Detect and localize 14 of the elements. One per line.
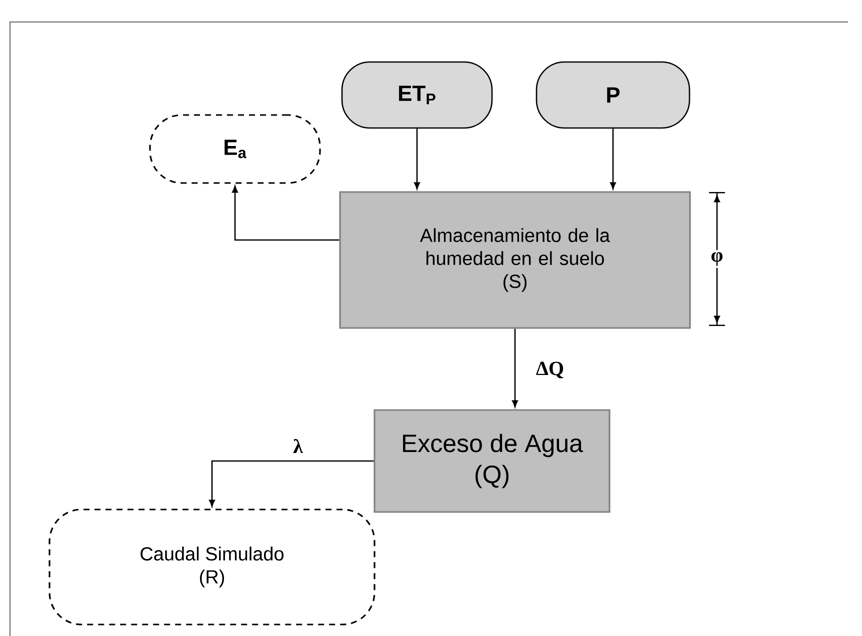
edge-label: ΔQ xyxy=(536,362,564,378)
output-box: Caudal Simulado (R) xyxy=(48,508,376,626)
arrow xyxy=(610,128,616,190)
arrow xyxy=(414,128,420,190)
output-box: E$_{a}$ xyxy=(149,114,321,184)
input-box: ET$_{P}$ xyxy=(341,61,493,129)
edge-label: λ xyxy=(293,438,303,454)
process-box: Exceso de Agua (Q) xyxy=(374,409,610,513)
arrow xyxy=(209,460,374,507)
dimension-label: φ xyxy=(708,250,726,268)
input-box: P xyxy=(536,61,690,129)
process-box: Almacenamiento de la humedad en el suelo (S) xyxy=(339,191,691,329)
arrow xyxy=(512,328,518,408)
arrow xyxy=(232,186,340,241)
